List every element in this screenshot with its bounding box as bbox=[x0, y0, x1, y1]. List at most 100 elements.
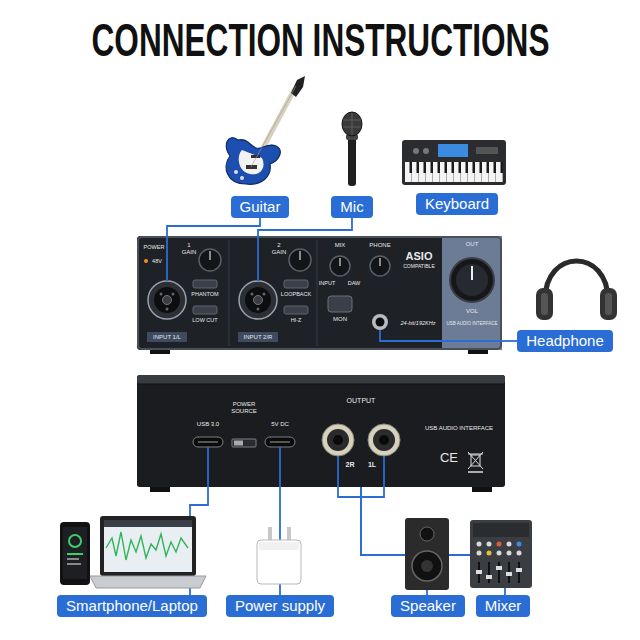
signal-cable bbox=[279, 447, 281, 487]
usb-port bbox=[265, 437, 295, 447]
keyboard-picture bbox=[438, 144, 468, 157]
speaker-picture bbox=[405, 518, 449, 590]
phone-jack bbox=[376, 318, 385, 327]
headphone-picture bbox=[541, 293, 548, 315]
volume-knob bbox=[456, 264, 488, 296]
combo-jack bbox=[148, 281, 277, 319]
panel-body bbox=[137, 375, 505, 487]
headphone-picture bbox=[536, 288, 553, 320]
label-text: Keyboard bbox=[425, 193, 489, 215]
small-knob bbox=[330, 256, 390, 276]
charger-picture bbox=[257, 540, 301, 584]
mixer-picture bbox=[470, 520, 532, 588]
small-knob bbox=[339, 258, 340, 266]
mixer-picture bbox=[488, 562, 490, 583]
combo-jack bbox=[148, 281, 186, 319]
mixer-picture bbox=[518, 562, 520, 583]
panel-label: OUTPUT bbox=[347, 397, 376, 405]
device-label: Headphone bbox=[517, 330, 613, 352]
usb-port bbox=[193, 437, 295, 447]
mixer-picture bbox=[507, 542, 512, 547]
panel-button bbox=[284, 306, 308, 314]
signal-cable bbox=[257, 236, 259, 281]
laptop-picture bbox=[104, 520, 192, 527]
signal-cable bbox=[167, 236, 502, 341]
weee-symbol bbox=[468, 452, 483, 472]
device-label: Smartphone/Laptop bbox=[57, 595, 207, 617]
guitar-picture bbox=[240, 176, 244, 180]
mixer-picture bbox=[477, 542, 482, 547]
phone-jack bbox=[372, 314, 388, 330]
microphone-picture bbox=[342, 112, 362, 186]
panel-button bbox=[193, 306, 217, 314]
panel-label: 1L bbox=[368, 461, 376, 469]
panel-label: PHANTOM bbox=[191, 291, 218, 297]
panel-label: HI-Z bbox=[291, 317, 302, 323]
panel-feet bbox=[468, 350, 488, 354]
signal-cable bbox=[207, 447, 209, 487]
input-strip bbox=[147, 332, 278, 342]
gain-knob bbox=[289, 249, 311, 271]
weee-symbol bbox=[468, 471, 483, 473]
power-led bbox=[144, 259, 148, 263]
panel-label: 2 GAIN bbox=[271, 242, 287, 255]
combo-jack bbox=[239, 281, 277, 319]
input-strip bbox=[238, 332, 278, 342]
panel-label: 2R bbox=[346, 461, 355, 469]
panel-label: MON bbox=[333, 316, 347, 323]
panel-label: INPUT 1/L bbox=[153, 334, 181, 341]
small-knob bbox=[330, 256, 350, 276]
cable-line bbox=[258, 218, 352, 236]
mixer-picture bbox=[506, 572, 512, 576]
microphone-picture bbox=[348, 136, 356, 186]
gain-knob bbox=[299, 251, 300, 260]
volume-knob bbox=[471, 266, 473, 280]
weee-symbol bbox=[468, 452, 483, 469]
device-label: Keyboard bbox=[416, 193, 498, 215]
guitar-picture bbox=[251, 86, 296, 167]
panel-feet bbox=[150, 350, 170, 354]
panel-label: COMPATIBLE bbox=[403, 264, 435, 270]
panel-body bbox=[317, 240, 318, 346]
combo-jack bbox=[245, 287, 271, 313]
phone-jack bbox=[372, 314, 388, 330]
panel-feet bbox=[150, 487, 170, 492]
laptop-picture bbox=[104, 520, 192, 572]
volume-knob bbox=[450, 258, 494, 302]
guitar-picture bbox=[251, 155, 260, 158]
power-switch bbox=[232, 439, 256, 447]
guitar-picture bbox=[262, 90, 294, 150]
panel-button bbox=[193, 280, 217, 288]
device-label: Power supply bbox=[226, 595, 334, 617]
guitar-picture bbox=[234, 170, 238, 174]
output-jack bbox=[322, 424, 354, 456]
panel-label: POWER SOURCE bbox=[230, 401, 258, 414]
gain-knob bbox=[209, 251, 210, 260]
label-text: Headphone bbox=[526, 330, 604, 352]
headphone-picture bbox=[605, 293, 612, 315]
keyboard-picture bbox=[423, 148, 429, 154]
output-jack bbox=[368, 424, 400, 456]
guitar-picture bbox=[291, 76, 305, 97]
mixer-picture bbox=[498, 562, 500, 583]
cable-line bbox=[167, 218, 260, 236]
panel-label: USB 3.0 bbox=[197, 421, 219, 428]
panel-label: INPUT 2/R bbox=[244, 334, 273, 341]
front-panel: POWER48V1 GAINPHANTOMLOW CUTINPUT 1/L2 G… bbox=[137, 236, 502, 350]
panel-label: 48V bbox=[152, 258, 162, 264]
output-jack bbox=[373, 429, 395, 451]
combo-jack bbox=[163, 296, 172, 305]
mixer-picture bbox=[496, 566, 502, 570]
mixer-picture bbox=[517, 542, 522, 547]
panel-button bbox=[328, 296, 352, 312]
panel-label: 1 GAIN bbox=[181, 242, 197, 255]
panel-label: CE bbox=[440, 451, 458, 465]
phone-picture bbox=[67, 563, 81, 565]
panel-body bbox=[229, 240, 230, 346]
combo-jack bbox=[160, 293, 163, 296]
mixer-picture bbox=[517, 551, 522, 556]
device-label: Mixer bbox=[476, 595, 531, 617]
panel-feet bbox=[472, 487, 492, 492]
panel-label: LOW CUT bbox=[192, 317, 217, 323]
microphone-picture bbox=[352, 113, 353, 135]
